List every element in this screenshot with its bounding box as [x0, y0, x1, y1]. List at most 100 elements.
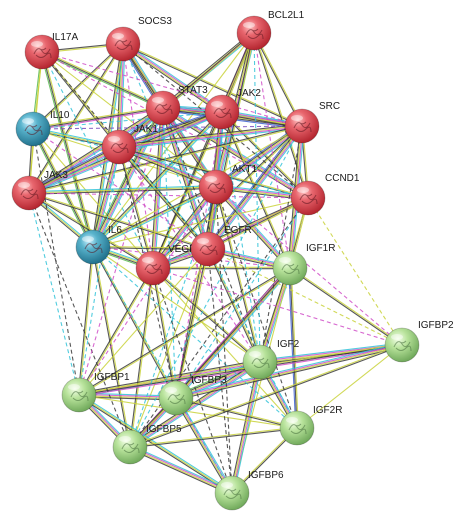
node-bubble-igf2[interactable] — [242, 344, 278, 380]
edge-il17a-il6-edge-yellow — [42, 51, 95, 247]
node-highlight — [142, 257, 154, 263]
dashed-edge-il10-jak2 — [32, 111, 223, 130]
node-bcl2l1[interactable]: BCL2L1 — [236, 10, 305, 51]
node-igfbp5[interactable]: IGFBP5 — [112, 424, 182, 465]
node-il6[interactable]: IL6 — [75, 225, 122, 265]
edge-egfr-igfbp1-edge-yellow — [78, 248, 209, 396]
edge-igf2r-igfbp2-edge-yellow — [296, 344, 403, 429]
edge-socs3-jak3-edge-yellow — [29, 44, 125, 194]
edge-bcl2l1-src-edge-yellow — [254, 32, 304, 126]
node-bubble-vegfa[interactable] — [135, 250, 171, 286]
node-highlight — [221, 482, 233, 488]
node-label-vegfa: VEGFA — [168, 244, 202, 255]
protein-structure-icon — [393, 340, 412, 352]
dashed-edge-jak2-igf2 — [221, 111, 261, 363]
dashed-edge-akt1-igf2r — [215, 186, 298, 429]
edge-akt1-il6-edge-cyan — [93, 187, 217, 249]
node-igfbp1[interactable]: IGFBP1 — [61, 372, 130, 413]
dashed-edge-vegfa-igfbp2 — [152, 267, 403, 346]
node-label-jak3: JAK3 — [44, 170, 68, 181]
edge-jak1-egfr-edge-gray — [117, 147, 208, 251]
protein-structure-icon — [154, 103, 173, 115]
edge-socs3-src-edge-gray — [122, 44, 302, 128]
protein-structure-icon — [20, 188, 39, 200]
node-igf2[interactable]: IGF2 — [242, 339, 300, 380]
node-jak2[interactable]: JAK2 — [204, 88, 261, 130]
node-bubble-akt1[interactable] — [198, 169, 234, 205]
dashed-edge-stat3-igfbp3 — [162, 107, 177, 399]
node-bubble-igfbp5[interactable] — [112, 429, 148, 465]
edge-jak1-il6-edge-yellow — [91, 146, 119, 247]
dashed-edge-src-igf2 — [259, 125, 303, 363]
edge-jak1-jak3-edge-cyan — [29, 148, 121, 196]
edge-ccnd1-egfr-edge-yellow — [208, 198, 309, 251]
node-label-ccnd1: CCND1 — [325, 173, 360, 184]
edge-igf1r-igfbp2-edge-yellow — [290, 267, 403, 345]
edge-socs3-jak2-edge-yellow — [122, 44, 222, 113]
node-highlight — [68, 384, 80, 390]
node-bubble-igfbp2[interactable] — [384, 327, 420, 363]
node-label-igfbp6: IGFBP6 — [248, 470, 284, 481]
node-akt1[interactable]: AKT1 — [198, 164, 257, 205]
protein-structure-icon — [70, 390, 89, 402]
node-highlight — [205, 176, 217, 182]
node-bubble-il6[interactable] — [75, 229, 111, 265]
edge-il17a-il6-edge-gray — [41, 51, 94, 248]
node-egfr[interactable]: EGFR — [190, 225, 252, 267]
edge-il10-vegfa-edge-yellow — [32, 128, 154, 269]
node-il17a[interactable]: IL17A — [24, 32, 78, 70]
edge-src-jak1-edge-yellow — [118, 124, 302, 147]
edge-stat3-jak3-edge-gray — [27, 105, 163, 192]
node-label-socs3: SOCS3 — [138, 16, 172, 27]
node-bubble-ccnd1[interactable] — [290, 180, 326, 216]
node-igf1r[interactable]: IGF1R — [272, 243, 335, 286]
node-bubble-igf1r[interactable] — [272, 250, 308, 286]
edge-igfbp1-igfbp2-edge-magenta — [79, 345, 403, 397]
node-label-igfbp5: IGFBP5 — [146, 424, 182, 435]
node-igfbp3[interactable]: IGFBP3 — [158, 375, 227, 416]
node-bubble-jak1[interactable] — [101, 129, 137, 165]
node-highlight — [249, 351, 261, 357]
edge-igfbp5-igfbp2-edge-gray — [130, 345, 403, 449]
node-bubble-igfbp3[interactable] — [158, 380, 194, 416]
node-bubble-src[interactable] — [284, 108, 320, 144]
node-igfbp6[interactable]: IGFBP6 — [214, 470, 284, 511]
node-jak1[interactable]: JAK1 — [101, 124, 158, 165]
node-ccnd1[interactable]: CCND1 — [290, 173, 360, 216]
node-il10[interactable]: IL10 — [15, 110, 70, 147]
dashed-edge-jak3-igfbp1 — [28, 192, 80, 396]
node-bubble-jak2[interactable] — [204, 94, 240, 130]
node-vegfa[interactable]: VEGFA — [135, 244, 202, 286]
node-bubble-igfbp1[interactable] — [61, 377, 97, 413]
node-highlight — [22, 118, 34, 124]
edge-jak1-il6-edge-magenta — [93, 147, 121, 248]
node-label-igf2: IGF2 — [277, 339, 300, 350]
node-bubble-igfbp6[interactable] — [214, 475, 250, 511]
node-src[interactable]: SRC — [284, 101, 340, 144]
edge-il17a-jak1-edge-gray — [41, 52, 119, 148]
node-bubble-stat3[interactable] — [145, 90, 181, 126]
node-bubble-jak3[interactable] — [11, 175, 47, 211]
edge-igf2-igfbp2-edge-cyan — [259, 342, 402, 361]
dashed-edge-il6-igfbp6 — [92, 246, 233, 494]
node-label-jak2: JAK2 — [237, 88, 261, 99]
node-bubble-igf2r[interactable] — [279, 410, 315, 446]
edge-src-jak1-edge-cyan — [119, 127, 303, 150]
node-bubble-bcl2l1[interactable] — [236, 15, 272, 51]
edge-igfbp3-igf2r-edge-gray — [175, 398, 297, 430]
node-bubble-il17a[interactable] — [24, 34, 60, 70]
dashed-edge-il6-igf1r — [92, 246, 291, 269]
edge-igf2-igfbp5-edge-magenta — [130, 362, 261, 449]
node-bubble-il10[interactable] — [15, 111, 51, 147]
node-igfbp2[interactable]: IGFBP2 — [384, 320, 454, 363]
node-stat3[interactable]: STAT3 — [145, 85, 208, 126]
edge-egfr-igf2-edge-gray — [206, 249, 260, 363]
node-socs3[interactable]: SOCS3 — [105, 16, 172, 62]
node-bubble-egfr[interactable] — [190, 231, 226, 267]
node-bubble-socs3[interactable] — [105, 26, 141, 62]
node-jak3[interactable]: JAK3 — [11, 170, 68, 211]
protein-structure-icon — [33, 47, 52, 59]
edge-igfbp3-igfbp6-edge-gray — [173, 398, 231, 495]
node-igf2r[interactable]: IGF2R — [279, 405, 342, 446]
edge-igf1r-igf2r-edge-blue — [288, 268, 297, 429]
